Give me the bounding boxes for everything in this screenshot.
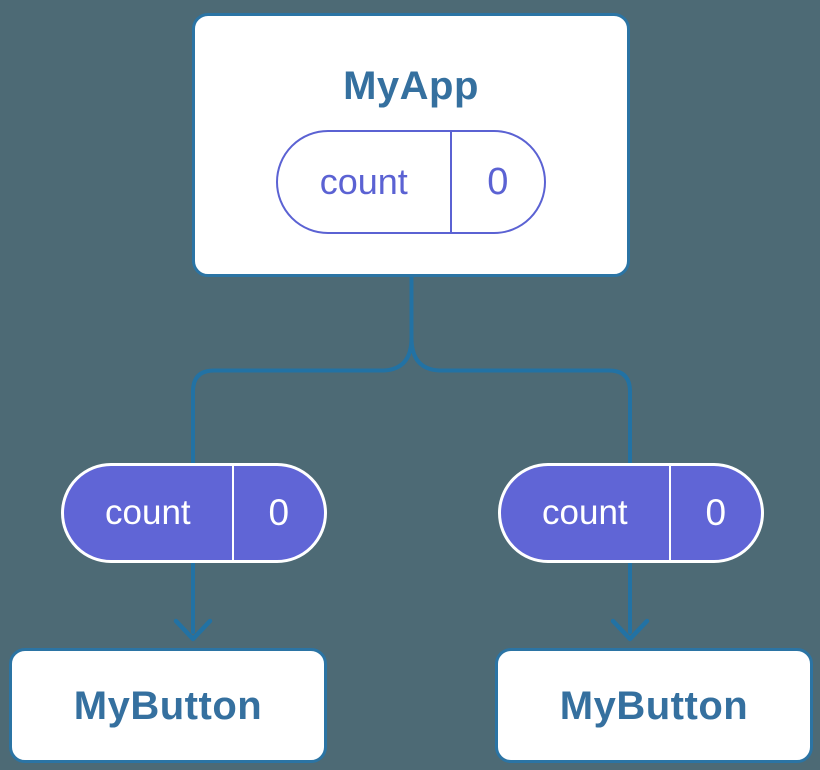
state-value: 0 bbox=[487, 160, 509, 203]
arrow-down-icon bbox=[173, 618, 213, 642]
prop-pill-left: count 0 bbox=[61, 463, 327, 563]
component-title: MyButton bbox=[73, 683, 263, 728]
prop-pill-value-cell: 0 bbox=[234, 466, 324, 560]
prop-value: 0 bbox=[705, 492, 727, 533]
state-pill-label-cell: count bbox=[278, 132, 452, 232]
prop-pill-label-cell: count bbox=[64, 466, 234, 560]
connector-root-to-right-child bbox=[409, 274, 632, 634]
connector-root-to-left-child bbox=[191, 274, 414, 634]
prop-pill-right: count 0 bbox=[498, 463, 764, 563]
state-pill: count 0 bbox=[276, 130, 546, 234]
prop-name: count bbox=[105, 493, 191, 532]
component-node-myapp: MyApp count 0 bbox=[192, 13, 630, 277]
component-title: MyApp bbox=[343, 64, 479, 108]
component-node-mybutton-left: MyButton bbox=[9, 648, 327, 763]
prop-name: count bbox=[542, 493, 628, 532]
prop-pill-label-cell: count bbox=[501, 466, 671, 560]
component-node-mybutton-right: MyButton bbox=[495, 648, 813, 763]
state-name: count bbox=[319, 161, 408, 202]
prop-value: 0 bbox=[268, 492, 290, 533]
prop-pill-value-cell: 0 bbox=[671, 466, 761, 560]
arrow-down-icon bbox=[610, 618, 650, 642]
state-pill-value-cell: 0 bbox=[452, 132, 544, 232]
component-title: MyButton bbox=[559, 683, 749, 728]
